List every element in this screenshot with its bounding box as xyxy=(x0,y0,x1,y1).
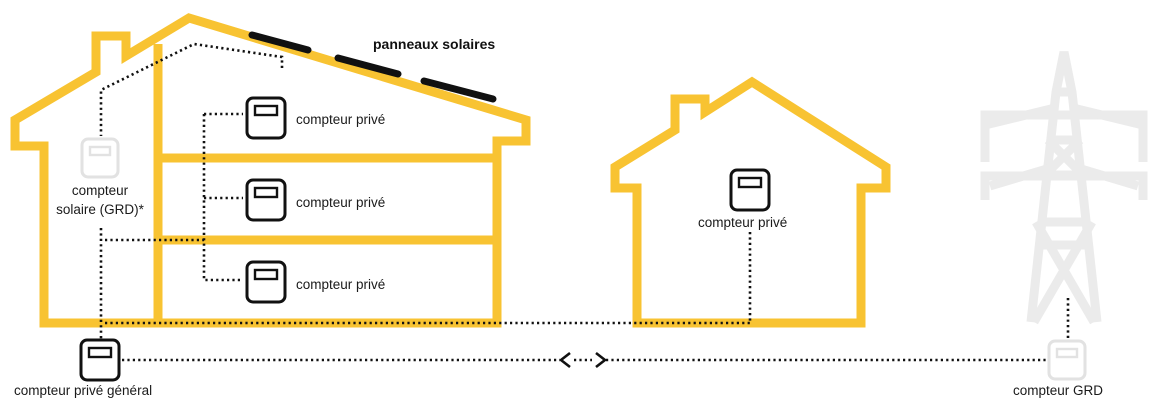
private-meter-1-icon xyxy=(245,96,287,140)
wiring xyxy=(99,42,1070,362)
solar-meter-label-line2: solaire (GRD)* xyxy=(56,202,145,217)
private-meter-house-label: compteur privé xyxy=(698,215,787,230)
grd-meter-icon xyxy=(1047,339,1087,381)
grd-meter-label: compteur GRD xyxy=(1013,383,1103,398)
private-meter-3-label: compteur privé xyxy=(296,277,385,292)
solar-meter-label-line1: compteur xyxy=(72,183,129,198)
solar-panels-label: panneaux solaires xyxy=(373,36,495,52)
private-meter-3-icon xyxy=(245,260,287,304)
single-house xyxy=(610,76,891,328)
solar-panels-icon xyxy=(248,31,497,103)
transmission-tower-icon xyxy=(980,51,1148,325)
private-meter-2-label: compteur privé xyxy=(296,195,385,210)
private-meter-2-icon xyxy=(245,178,287,222)
private-meter-1-label: compteur privé xyxy=(296,112,385,127)
solar-meter-icon xyxy=(80,137,120,179)
general-meter-icon xyxy=(79,338,121,382)
bidirectional-arrow-icon xyxy=(558,351,608,369)
wire-riser xyxy=(202,114,243,282)
apartment-building xyxy=(10,13,531,328)
wire-panels-to-solar-meter xyxy=(99,42,284,136)
private-meter-house-icon xyxy=(729,168,771,212)
general-meter-label: compteur privé général xyxy=(14,383,152,398)
